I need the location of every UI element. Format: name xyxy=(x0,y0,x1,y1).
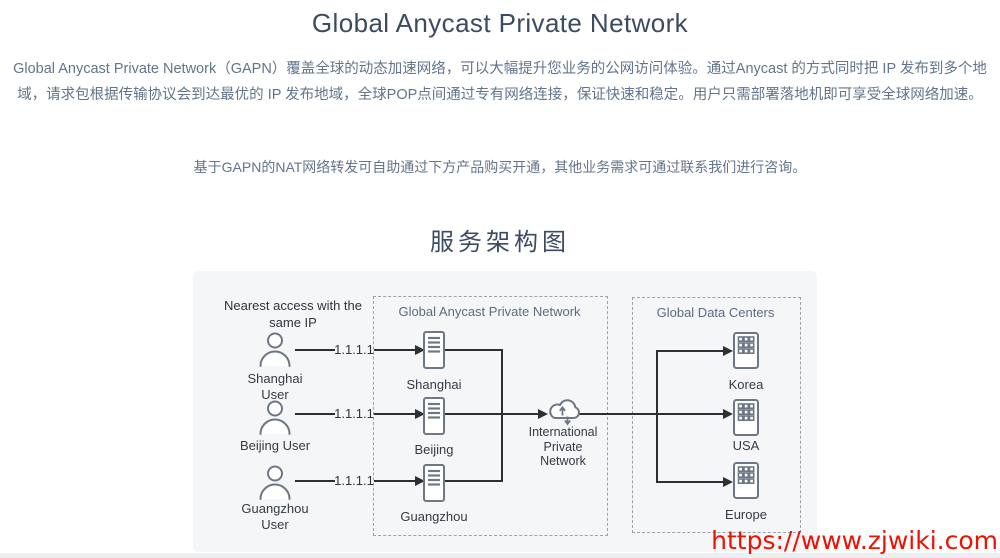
gapn-box-title: Global Anycast Private Network xyxy=(398,304,581,319)
section-heading: 服务架构图 xyxy=(430,229,570,256)
user-icon xyxy=(257,464,293,500)
arrow-head xyxy=(723,409,733,419)
connector-line xyxy=(579,413,657,415)
datacenter-box xyxy=(632,297,801,533)
arrow-head xyxy=(723,477,733,487)
bus-line-right xyxy=(656,350,658,483)
connector-line xyxy=(444,349,502,351)
server-label: Beijing xyxy=(414,442,454,457)
datacenter-label: Europe xyxy=(725,507,767,522)
server-icon xyxy=(423,331,445,369)
gapn-box xyxy=(373,296,608,536)
cloud-label: International Private Network xyxy=(528,425,598,468)
bus-line-left xyxy=(501,349,503,482)
datacenter-label: USA xyxy=(732,438,760,453)
connector-line xyxy=(656,413,724,415)
server-icon xyxy=(423,397,445,435)
connector-line xyxy=(444,413,502,415)
connector-line xyxy=(295,413,335,415)
ip-label: 1.1.1.1 xyxy=(334,473,374,488)
user-label: Shanghai User xyxy=(247,371,303,402)
ip-label: 1.1.1.1 xyxy=(334,342,374,357)
connector-line xyxy=(444,480,502,482)
datacenter-icon xyxy=(733,332,759,369)
arrow-head xyxy=(538,409,548,419)
connector-line xyxy=(374,349,415,351)
server-label: Guangzhou xyxy=(400,509,468,524)
intro-paragraph: Global Anycast Private Network（GAPN）覆盖全球… xyxy=(13,61,987,103)
international-network-cloud-icon xyxy=(545,395,583,427)
arrow-head xyxy=(415,476,425,486)
server-icon xyxy=(423,464,445,502)
user-icon xyxy=(257,331,293,367)
user-label: Guangzhou User xyxy=(241,501,309,532)
arrow-head xyxy=(723,346,733,356)
connector-line xyxy=(295,480,335,482)
connector-line xyxy=(295,349,335,351)
connector-line xyxy=(374,480,415,482)
bottom-divider xyxy=(0,553,1000,558)
access-note-label: Nearest access with the same IP xyxy=(223,298,362,330)
datacenter-icon xyxy=(733,462,759,499)
architecture-diagram-panel: Global Anycast Private Network Global Da… xyxy=(193,271,817,552)
datacenter-box-title: Global Data Centers xyxy=(656,305,775,320)
ip-label: 1.1.1.1 xyxy=(334,406,374,421)
page-title: Global Anycast Private Network xyxy=(311,8,689,38)
connector-line xyxy=(656,350,724,352)
user-icon xyxy=(257,399,293,435)
server-label: Shanghai xyxy=(406,377,462,392)
datacenter-icon xyxy=(733,399,759,436)
connector-line xyxy=(501,413,538,415)
connector-line xyxy=(374,413,415,415)
arrow-head xyxy=(415,345,425,355)
watermark-url: https://www.zjwiki.com xyxy=(711,526,998,555)
arrow-head xyxy=(415,409,425,419)
user-label: Beijing User xyxy=(239,438,311,453)
purchase-note: 基于GAPN的NAT网络转发可自助通过下方产品购买开通，其他业务需求可通过联系我… xyxy=(193,159,807,175)
datacenter-label: Korea xyxy=(728,377,764,392)
connector-line xyxy=(656,481,724,483)
